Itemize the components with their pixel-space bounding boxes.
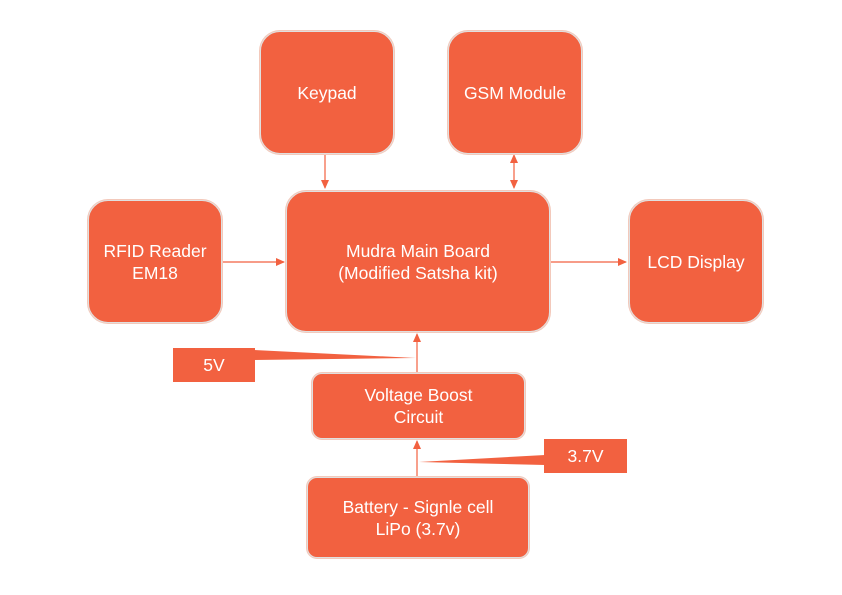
rfid-reader-label: RFID Reader EM18	[103, 240, 207, 283]
callout-3v7: 3.7V	[544, 439, 627, 473]
keypad-label: Keypad	[297, 82, 357, 103]
voltage-boost-node: Voltage Boost Circuit	[312, 373, 525, 439]
lcd-display-node: LCD Display	[629, 200, 763, 323]
main-board-node: Mudra Main Board (Modified Satsha kit)	[286, 191, 550, 332]
gsm-module-node: GSM Module	[448, 31, 582, 154]
main-board-label: Mudra Main Board (Modified Satsha kit)	[338, 240, 498, 283]
battery-label: Battery - Signle cell LiPo (3.7v)	[342, 496, 494, 539]
callout-5v-pointer	[254, 350, 416, 360]
battery-node: Battery - Signle cell LiPo (3.7v)	[307, 477, 529, 558]
callout-5v: 5V	[173, 348, 255, 382]
rfid-reader-node: RFID Reader EM18	[88, 200, 222, 323]
keypad-node: Keypad	[260, 31, 394, 154]
callout-3v7-label: 3.7V	[567, 445, 604, 466]
lcd-display-label: LCD Display	[647, 251, 745, 272]
gsm-module-label: GSM Module	[463, 82, 567, 103]
voltage-boost-label: Voltage Boost Circuit	[364, 385, 473, 427]
callout-5v-label: 5V	[203, 354, 225, 375]
callout-3v7-pointer	[419, 455, 545, 465]
